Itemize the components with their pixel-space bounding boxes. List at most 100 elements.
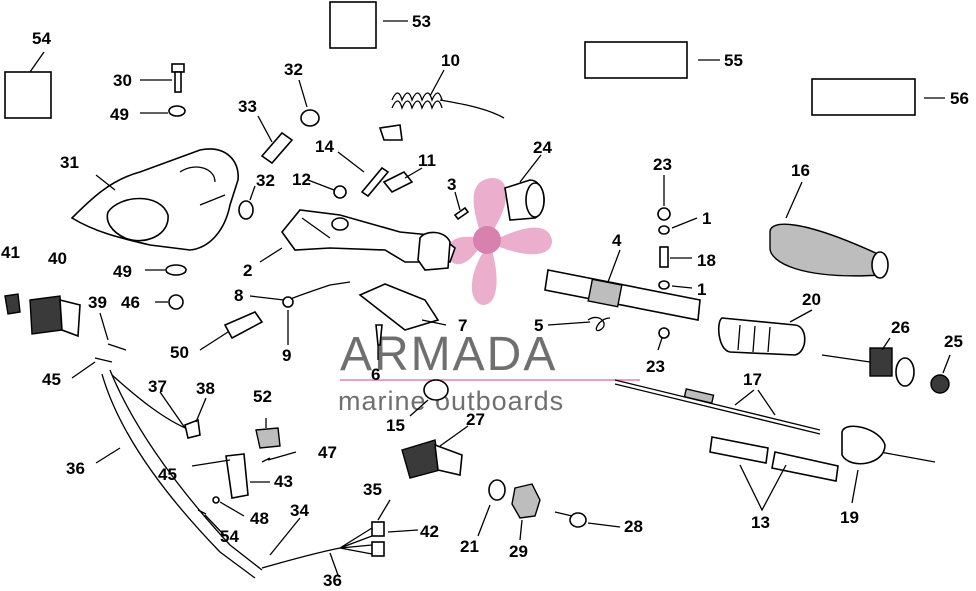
callout-labels: 53 54 30 49 10 55 56 32 33 14 11 12 31 3…	[1, 12, 969, 590]
ring-1-bottom	[658, 280, 670, 290]
callout-25: 25	[944, 332, 963, 351]
callout-4: 4	[612, 231, 622, 250]
screw-28	[554, 511, 587, 528]
callout-3: 3	[447, 175, 456, 194]
decal-box-53	[329, 1, 377, 49]
armada-propeller-logo	[447, 178, 553, 306]
callout-16: 16	[791, 161, 810, 180]
callout-37: 37	[148, 377, 167, 396]
callout-11: 11	[418, 151, 436, 170]
wire-harness-34	[261, 521, 385, 569]
callout-7: 7	[458, 316, 467, 335]
callout-19: 19	[840, 508, 859, 527]
callout-45-bottom: 45	[158, 465, 177, 484]
callout-53: 53	[412, 12, 431, 31]
spring-18	[659, 246, 669, 268]
ball-23-top	[657, 207, 671, 221]
terminals-45-top	[94, 357, 113, 363]
screw-6	[375, 324, 383, 346]
callout-55: 55	[724, 51, 743, 70]
clip-11	[382, 170, 414, 194]
callout-33: 33	[238, 97, 257, 116]
terminal-9	[282, 296, 294, 308]
callout-1-bottom: 1	[697, 280, 706, 299]
grip-insert-20	[717, 317, 806, 356]
callout-43: 43	[274, 472, 293, 491]
callout-49-top: 49	[110, 105, 129, 124]
sleeve-13b	[771, 451, 839, 482]
callout-14: 14	[315, 137, 334, 156]
callout-36-bottom: 36	[323, 571, 342, 590]
throttle-shaft-4	[544, 269, 701, 321]
callout-24: 24	[533, 138, 552, 157]
switch-43	[225, 453, 249, 499]
nut-46	[168, 294, 184, 310]
callout-48: 48	[250, 509, 269, 528]
tiller-housing-31	[70, 148, 239, 251]
callout-41: 41	[1, 243, 20, 262]
callout-29: 29	[509, 542, 528, 561]
sleeve-13a	[709, 436, 769, 464]
washer-32-mid	[238, 200, 254, 220]
twist-grip-16	[769, 223, 889, 279]
callout-36-top: 36	[66, 459, 85, 478]
ball-23-bottom	[658, 327, 670, 339]
leader-lines	[29, 20, 951, 576]
cap-52	[255, 427, 281, 449]
nut-12	[333, 185, 347, 199]
callout-46: 46	[121, 293, 140, 312]
callout-30: 30	[113, 71, 132, 90]
watermark-subtitle: marine outboards	[338, 386, 564, 416]
screw-54	[197, 509, 207, 515]
callout-32-top: 32	[284, 60, 303, 79]
throttle-bracket-2	[280, 209, 456, 271]
decal-box-54	[4, 71, 52, 119]
callout-52: 52	[253, 387, 272, 406]
cap-25	[930, 374, 950, 394]
connector-50	[223, 311, 264, 340]
callout-26: 26	[891, 318, 910, 337]
callout-13: 13	[751, 513, 770, 532]
callout-23-bottom: 23	[646, 357, 665, 376]
callout-34: 34	[290, 501, 309, 520]
switch-bracket-7	[358, 283, 440, 331]
clip-41	[4, 293, 21, 315]
switch-27	[401, 439, 463, 479]
callout-49-mid: 49	[113, 262, 132, 281]
callout-23-top: 23	[653, 155, 672, 174]
decal-box-56	[811, 78, 916, 116]
stop-switch-lanyard-10	[378, 92, 505, 141]
callout-17: 17	[743, 370, 762, 389]
spring-5	[587, 316, 611, 332]
washer-49-top	[168, 105, 186, 117]
terminals-39	[107, 343, 127, 351]
callout-27: 27	[466, 410, 485, 429]
callout-38: 38	[196, 379, 215, 398]
pin-33	[260, 131, 294, 165]
washer-32-top	[300, 109, 320, 127]
ring-1-top	[658, 225, 670, 235]
callout-45-top: 45	[42, 370, 61, 389]
callout-1-top: 1	[702, 209, 711, 228]
callout-20: 20	[802, 290, 821, 309]
ground-wire-8	[287, 281, 351, 301]
callout-40: 40	[48, 249, 67, 268]
callout-54-top: 54	[32, 29, 51, 48]
bushing-15	[423, 379, 449, 401]
callout-15: 15	[386, 416, 405, 435]
callout-31: 31	[60, 153, 79, 172]
bolt-14	[360, 166, 390, 198]
callout-54-bottom: 54	[220, 527, 239, 546]
callout-18: 18	[697, 251, 716, 270]
bushing-24	[504, 179, 545, 221]
callout-35: 35	[363, 480, 382, 499]
callout-39: 39	[88, 293, 107, 312]
armada-watermark: ARMADA marine outboards	[338, 178, 640, 416]
screw-47	[261, 457, 271, 463]
decal-box-55	[584, 41, 688, 79]
wire-harness-36	[101, 369, 263, 579]
callout-9: 9	[282, 346, 291, 365]
throttle-cable-17	[614, 379, 936, 463]
callout-12: 12	[292, 170, 311, 189]
